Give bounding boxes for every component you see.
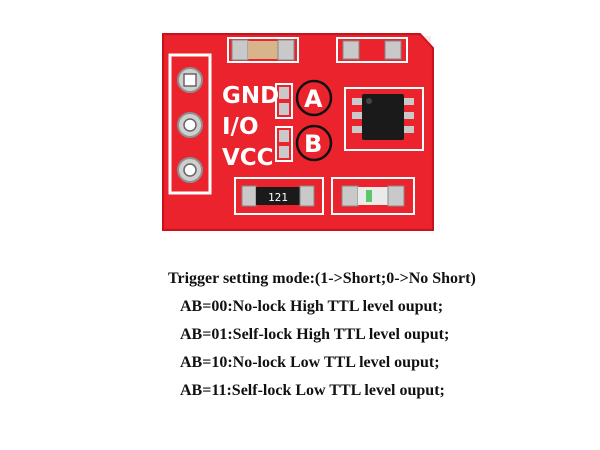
caption-mode-01: AB=01:Self-lock High TTL level ouput; xyxy=(180,326,450,343)
header-pin-outline xyxy=(168,53,212,195)
top-capacitor xyxy=(227,37,299,63)
header-pin-2 xyxy=(177,112,203,138)
top-pads xyxy=(336,37,408,63)
header-pin-1 xyxy=(177,67,203,93)
pcb-photo: GND I/O VCC A B 121 xyxy=(162,33,434,231)
jumper-a-pads xyxy=(275,83,293,119)
svg-text:B: B xyxy=(304,130,322,158)
jumper-a-marker: A xyxy=(295,79,333,117)
pcb-board xyxy=(162,33,434,231)
caption-mode-10: AB=10:No-lock Low TTL level ouput; xyxy=(180,354,440,371)
vcc-label: VCC xyxy=(222,145,274,171)
header-pin-3 xyxy=(177,157,203,183)
caption-mode-11: AB=11:Self-lock Low TTL level ouput; xyxy=(180,382,445,399)
resistor-code-label: 121 xyxy=(268,191,288,204)
svg-text:A: A xyxy=(304,85,323,113)
jumper-b-pads xyxy=(275,126,293,162)
caption-mode-00: AB=00:No-lock High TTL level ouput; xyxy=(180,298,444,315)
io-label: I/O xyxy=(222,114,259,140)
gnd-label: GND xyxy=(222,83,279,109)
bottom-resistor: 121 xyxy=(234,177,324,215)
touch-ic-chip xyxy=(344,87,424,151)
caption-title: Trigger setting mode:(1->Short;0->No Sho… xyxy=(168,270,476,287)
jumper-b-marker: B xyxy=(295,124,333,162)
status-led xyxy=(331,177,415,215)
